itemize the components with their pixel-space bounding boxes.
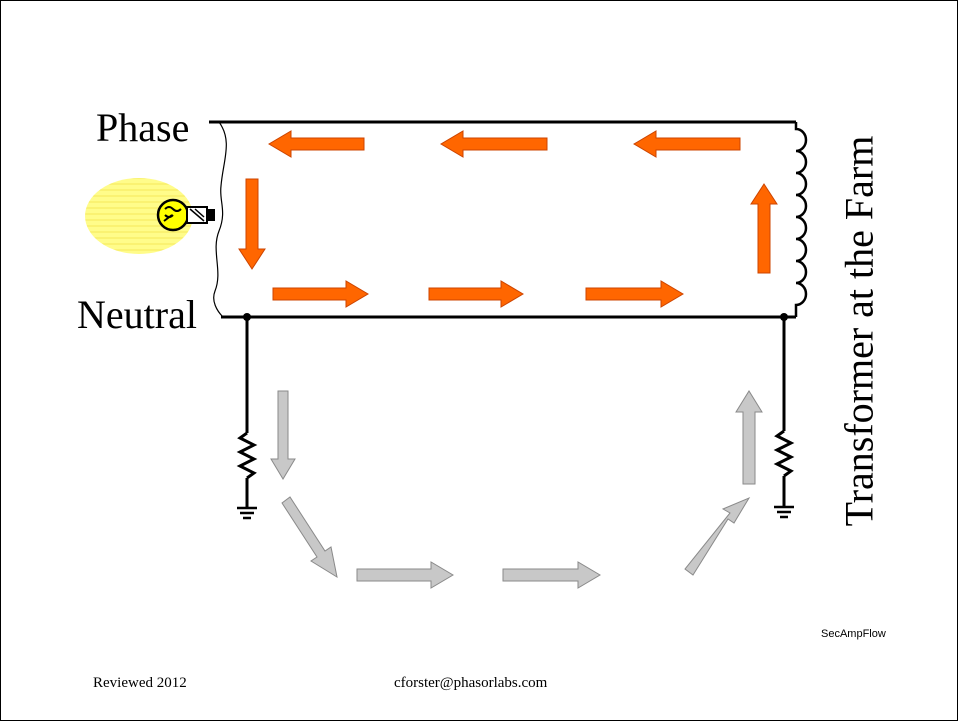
ground-icon [237,506,257,520]
neutral-label: Neutral [77,292,197,337]
slide-id: SecAmpFlow [821,628,886,640]
lamp-glow [85,178,193,254]
light-bulb-icon [156,198,215,232]
ground-current-arrow [735,390,763,485]
transformer-coil-icon [794,122,808,317]
ground-current-arrow [270,390,296,480]
ground-current-arrows [270,390,763,589]
ground-icon [774,505,794,519]
ground-current-arrow [502,561,601,589]
current-arrow [268,130,365,158]
current-arrow [428,280,524,308]
resistor-icon [236,431,258,480]
ground-current-arrow [684,496,751,576]
current-arrow [633,130,741,158]
current-arrow [272,280,369,308]
current-flow-arrows [238,130,778,308]
transformer-label: Transformer at the Farm [836,135,882,527]
current-arrow [238,178,266,270]
resistor-icon [773,429,795,478]
current-arrow [585,280,684,308]
current-arrow [750,183,778,274]
ground-current-arrow [281,496,338,579]
phase-label: Phase [96,105,190,150]
ground-current-arrow [356,561,454,589]
lamp-lead-wire [213,121,227,318]
footer-reviewed: Reviewed 2012 [93,675,187,691]
footer-contact: cforster@phasorlabs.com [394,675,548,691]
left-ground-branch [236,317,258,507]
right-ground-branch [773,317,795,506]
current-arrow [440,130,548,158]
